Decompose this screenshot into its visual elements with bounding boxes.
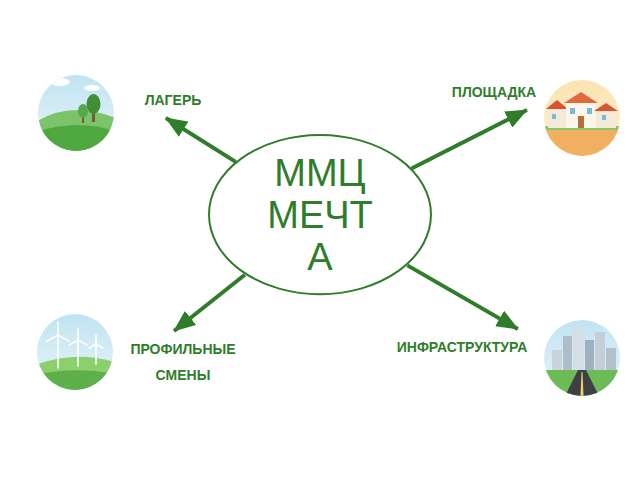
branch-label: ПРОФИЛЬНЫЕ СМЕНЫ: [130, 336, 239, 388]
branch-label: ЛАГЕРЬ: [145, 87, 206, 113]
turbines-picture: [35, 312, 115, 395]
hub-ellipse: ММЦ МЕЧТ А: [208, 134, 432, 295]
branch-name: ПРОФИЛЬНЫЕ СМЕНЫ: [130, 336, 235, 388]
site-picture: [542, 78, 622, 158]
hub-title: ММЦ МЕЧТ А: [267, 152, 373, 278]
ellipse-shape: [209, 135, 431, 294]
camp-picture: [36, 73, 116, 155]
branch-label: ИНФРАСТРУКТУРА: [397, 334, 532, 360]
branch-name: ИНФРАСТРУКТУРА: [397, 334, 528, 360]
branch-name: ПЛОЩАДКА: [452, 79, 536, 105]
arrow-connector: [166, 118, 236, 162]
branch-label: ПЛОЩАДКА: [452, 79, 540, 105]
arrow-connector: [407, 265, 517, 329]
arrow-connector: [412, 110, 527, 169]
city-picture: [542, 318, 622, 398]
branch-name: ЛАГЕРЬ: [145, 87, 202, 113]
arrow-connector: [174, 275, 245, 331]
